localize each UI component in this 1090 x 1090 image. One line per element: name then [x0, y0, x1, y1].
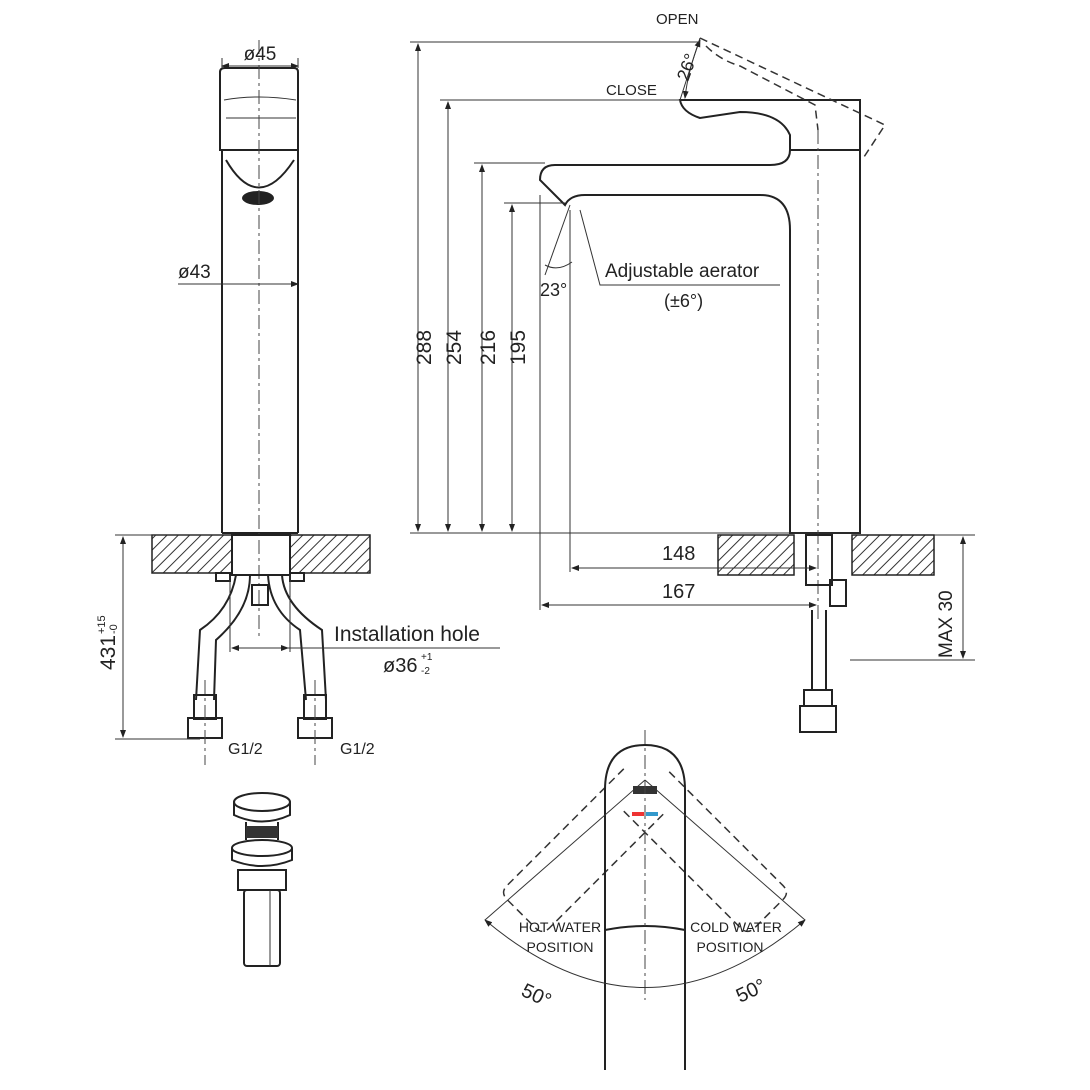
max-deck-label: MAX 30: [936, 590, 957, 658]
top-diameter-label: ø45: [244, 44, 277, 65]
hose-right: [267, 574, 327, 701]
faucet-body: [221, 150, 299, 534]
hot-indicator: [632, 812, 644, 816]
length-tol-lower: -0: [108, 624, 120, 634]
height-254: 254: [443, 330, 466, 365]
deck-right: [289, 534, 371, 574]
aerator-angle-label: 23°: [540, 280, 567, 300]
height-195: 195: [507, 330, 530, 365]
cold-label-2: POSITION: [697, 939, 764, 955]
top-view: HOT WATER POSITION COLD WATER POSITION 5…: [484, 730, 806, 1070]
aerator-range-label: (±6°): [664, 291, 703, 311]
length-label: 431: [97, 635, 120, 670]
pop-up-drain: [231, 792, 293, 967]
installation-hole-diameter: ø36: [383, 655, 417, 677]
handle-angle-label: 26°: [673, 51, 701, 83]
thread-right-label: G1/2: [340, 741, 375, 758]
hose-left: [195, 574, 251, 701]
hot-label-2: POSITION: [527, 939, 594, 955]
hole-tol-lower: -2: [421, 666, 430, 677]
cold-angle-label: 50°: [733, 975, 770, 1008]
hot-label-1: HOT WATER: [519, 919, 601, 935]
reach-167-label: 167: [662, 581, 695, 603]
deck-side-left: [717, 534, 795, 576]
faucet-side-profile: [538, 99, 861, 534]
height-288: 288: [413, 330, 436, 365]
cold-label-1: COLD WATER: [690, 919, 782, 935]
reach-148-label: 148: [662, 543, 695, 565]
hot-angle-label: 50°: [518, 980, 555, 1013]
thread-left-label: G1/2: [228, 741, 263, 758]
body-diameter-label: ø43: [178, 262, 211, 283]
side-view: OPEN CLOSE 26° 23° Adjustable aerator (±…: [410, 11, 975, 733]
aerator-label: Adjustable aerator: [605, 261, 760, 282]
height-216: 216: [477, 330, 500, 365]
deck-side-right: [851, 534, 935, 576]
open-label: OPEN: [656, 11, 699, 28]
installation-hole-label: Installation hole: [334, 623, 480, 646]
close-label: CLOSE: [606, 82, 657, 99]
deck-left: [151, 534, 233, 574]
cold-indicator: [646, 812, 658, 816]
aerator-outlet: [242, 191, 274, 205]
length-tol-upper: +15: [96, 615, 108, 634]
hole-tol-upper: +1: [421, 652, 433, 663]
front-view: ø45 ø43 431 +15 -0 Installation hole ø36…: [96, 40, 500, 765]
